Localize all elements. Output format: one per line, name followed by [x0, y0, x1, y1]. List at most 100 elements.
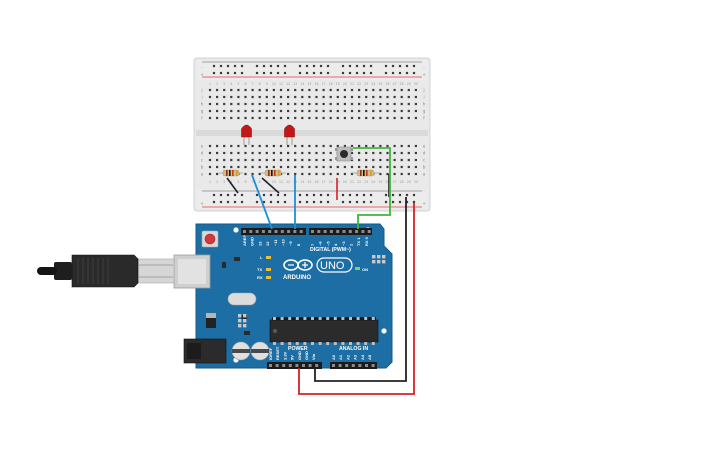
breadboard-hole[interactable] — [251, 116, 254, 120]
breadboard-hole[interactable] — [237, 109, 240, 113]
pushbutton[interactable] — [335, 146, 353, 162]
rail-hole[interactable] — [212, 200, 216, 204]
header-pin[interactable] — [243, 230, 246, 233]
breadboard-hole[interactable] — [358, 102, 361, 106]
breadboard-hole[interactable] — [265, 116, 268, 120]
breadboard-hole[interactable] — [407, 165, 410, 169]
breadboard-hole[interactable] — [379, 158, 382, 162]
rail-hole[interactable] — [348, 64, 352, 68]
breadboard-hole[interactable] — [244, 165, 247, 169]
breadboard-hole[interactable] — [393, 88, 396, 92]
breadboard-hole[interactable] — [244, 88, 247, 92]
rail-hole[interactable] — [276, 193, 280, 197]
breadboard-hole[interactable] — [301, 116, 304, 120]
breadboard-hole[interactable] — [294, 88, 297, 92]
breadboard-hole[interactable] — [407, 116, 410, 120]
breadboard-hole[interactable] — [400, 88, 403, 92]
breadboard-hole[interactable] — [279, 151, 283, 155]
breadboard-hole[interactable] — [343, 165, 346, 169]
breadboard-hole[interactable] — [400, 144, 403, 148]
rail-hole[interactable] — [212, 193, 216, 197]
breadboard-hole[interactable] — [272, 144, 275, 148]
rail-hole[interactable] — [341, 193, 345, 197]
breadboard-hole[interactable] — [216, 158, 219, 162]
breadboard-hole[interactable] — [336, 95, 339, 99]
breadboard-hole[interactable] — [343, 109, 346, 113]
breadboard-hole[interactable] — [322, 144, 325, 148]
header-pin[interactable] — [332, 364, 335, 367]
breadboard-hole[interactable] — [287, 95, 290, 99]
breadboard-hole[interactable] — [294, 165, 297, 169]
breadboard-hole[interactable] — [336, 116, 339, 120]
breadboard-hole[interactable] — [216, 144, 219, 148]
breadboard-hole[interactable] — [372, 95, 375, 99]
breadboard-hole[interactable] — [272, 109, 275, 113]
header-pin[interactable] — [329, 230, 333, 233]
breadboard-hole[interactable] — [322, 109, 325, 113]
breadboard-hole[interactable] — [358, 158, 361, 162]
breadboard-hole[interactable] — [294, 172, 297, 176]
breadboard-hole[interactable] — [393, 165, 396, 169]
breadboard-hole[interactable] — [322, 102, 325, 106]
rail-hole[interactable] — [283, 193, 287, 197]
header-pin[interactable] — [308, 364, 312, 367]
resistor-2[interactable] — [261, 169, 286, 177]
breadboard-hole[interactable] — [301, 165, 304, 169]
rail-hole[interactable] — [412, 71, 416, 75]
header-pin[interactable] — [371, 364, 375, 367]
breadboard-hole[interactable] — [308, 95, 311, 99]
breadboard-hole[interactable] — [308, 151, 311, 155]
breadboard-hole[interactable] — [386, 158, 389, 162]
breadboard-hole[interactable] — [350, 95, 354, 99]
rail-hole[interactable] — [326, 200, 330, 204]
breadboard-hole[interactable] — [365, 88, 368, 92]
breadboard-hole[interactable] — [258, 102, 261, 106]
rail-hole[interactable] — [369, 200, 373, 204]
breadboard-hole[interactable] — [358, 109, 361, 113]
breadboard-hole[interactable] — [230, 144, 233, 148]
breadboard-hole[interactable] — [350, 151, 354, 155]
breadboard-hole[interactable] — [386, 172, 389, 176]
rail-hole[interactable] — [212, 64, 216, 68]
rail-hole[interactable] — [255, 71, 259, 75]
breadboard-hole[interactable] — [329, 88, 332, 92]
breadboard-hole[interactable] — [315, 116, 318, 120]
breadboard-hole[interactable] — [251, 102, 254, 106]
rail-hole[interactable] — [369, 193, 373, 197]
breadboard-hole[interactable] — [379, 95, 382, 99]
breadboard-hole[interactable] — [322, 116, 325, 120]
breadboard-hole[interactable] — [223, 102, 226, 106]
breadboard-hole[interactable] — [308, 144, 311, 148]
breadboard-hole[interactable] — [322, 151, 325, 155]
breadboard-hole[interactable] — [287, 144, 290, 148]
rail-hole[interactable] — [312, 64, 316, 68]
breadboard-hole[interactable] — [251, 109, 254, 113]
rail-hole[interactable] — [298, 71, 302, 75]
breadboard-hole[interactable] — [379, 144, 382, 148]
rail-hole[interactable] — [240, 200, 244, 204]
rail-hole[interactable] — [226, 193, 230, 197]
breadboard-hole[interactable] — [208, 172, 212, 176]
rail-hole[interactable] — [341, 64, 345, 68]
breadboard-hole[interactable] — [272, 88, 275, 92]
breadboard-hole[interactable] — [365, 95, 368, 99]
breadboard-hole[interactable] — [230, 165, 233, 169]
breadboard-hole[interactable] — [393, 151, 396, 155]
breadboard-hole[interactable] — [287, 109, 290, 113]
breadboard-hole[interactable] — [287, 116, 290, 120]
header-pin[interactable] — [269, 364, 272, 367]
header-pin[interactable] — [295, 364, 299, 367]
breadboard-hole[interactable] — [258, 88, 261, 92]
breadboard-hole[interactable] — [407, 151, 410, 155]
header-pin[interactable] — [365, 364, 368, 367]
rail-hole[interactable] — [384, 64, 388, 68]
breadboard-hole[interactable] — [294, 102, 297, 106]
breadboard-hole[interactable] — [386, 151, 389, 155]
breadboard-hole[interactable] — [258, 109, 261, 113]
led-2[interactable] — [284, 124, 295, 145]
breadboard-hole[interactable] — [414, 116, 417, 120]
breadboard-hole[interactable] — [343, 144, 346, 148]
breadboard-hole[interactable] — [279, 158, 283, 162]
rail-hole[interactable] — [326, 71, 330, 75]
rail-hole[interactable] — [240, 64, 244, 68]
